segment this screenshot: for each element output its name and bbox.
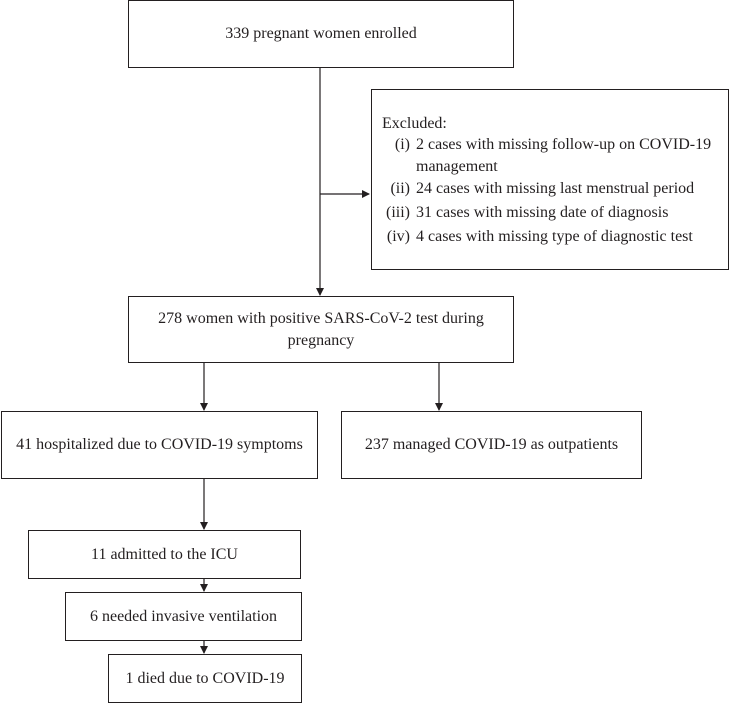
excluded-item-text: 24 cases with missing last menstrual per… xyxy=(416,180,695,197)
positive-text-line1: 278 women with positive SARS-CoV-2 test … xyxy=(158,309,484,327)
excluded-item-text-continued: management xyxy=(416,158,498,175)
died-text: 1 died due to COVID-19 xyxy=(125,669,285,687)
excluded-item-text: 31 cases with missing date of diagnosis xyxy=(416,204,669,221)
excluded-item-text: 2 cases with missing follow-up on COVID-… xyxy=(416,136,712,153)
excluded-item-text: 4 cases with missing type of diagnostic … xyxy=(416,228,693,245)
positive-text-line2: pregnancy xyxy=(287,331,355,349)
excluded-item-3: (iii) 31 cases with missing date of diagn… xyxy=(372,202,668,224)
outpatients-text: 237 managed COVID-19 as outpatients xyxy=(364,436,619,453)
excluded-box: Excluded: (i) 2 cases with missing follow… xyxy=(371,89,729,270)
positive-box: 278 women with positive SARS-CoV-2 test … xyxy=(128,296,514,363)
hospitalized-text: 41 hospitalized due to COVID-19 symptoms xyxy=(16,436,303,453)
excluded-item-number: (iii) xyxy=(386,204,410,221)
excluded-item-4: (iv) 4 cases with missing type of diagnos… xyxy=(372,226,693,248)
icu-box: 11 admitted to the ICU xyxy=(28,530,301,579)
outpatients-box: 237 managed COVID-19 as outpatients xyxy=(341,411,642,479)
ventilation-text: 6 needed invasive ventilation xyxy=(89,607,278,625)
excluded-item-number: (ii) xyxy=(390,180,410,197)
excluded-item-2: (ii) 24 cases with missing last menstrual… xyxy=(372,178,694,200)
died-box: 1 died due to COVID-19 xyxy=(108,654,302,703)
excluded-item-number: (i) xyxy=(394,136,410,153)
icu-text: 11 admitted to the ICU xyxy=(91,545,238,563)
excluded-item-1: (i) 2 cases with missing follow-up on COV… xyxy=(372,134,711,178)
enrolled-text: 339 pregnant women enrolled xyxy=(225,25,417,42)
excluded-title: Excluded: xyxy=(382,115,447,132)
hospitalized-box: 41 hospitalized due to COVID-19 symptoms xyxy=(1,411,318,479)
ventilation-box: 6 needed invasive ventilation xyxy=(65,592,302,641)
excluded-item-number: (iv) xyxy=(386,228,410,245)
enrolled-box: 339 pregnant women enrolled xyxy=(128,0,514,68)
